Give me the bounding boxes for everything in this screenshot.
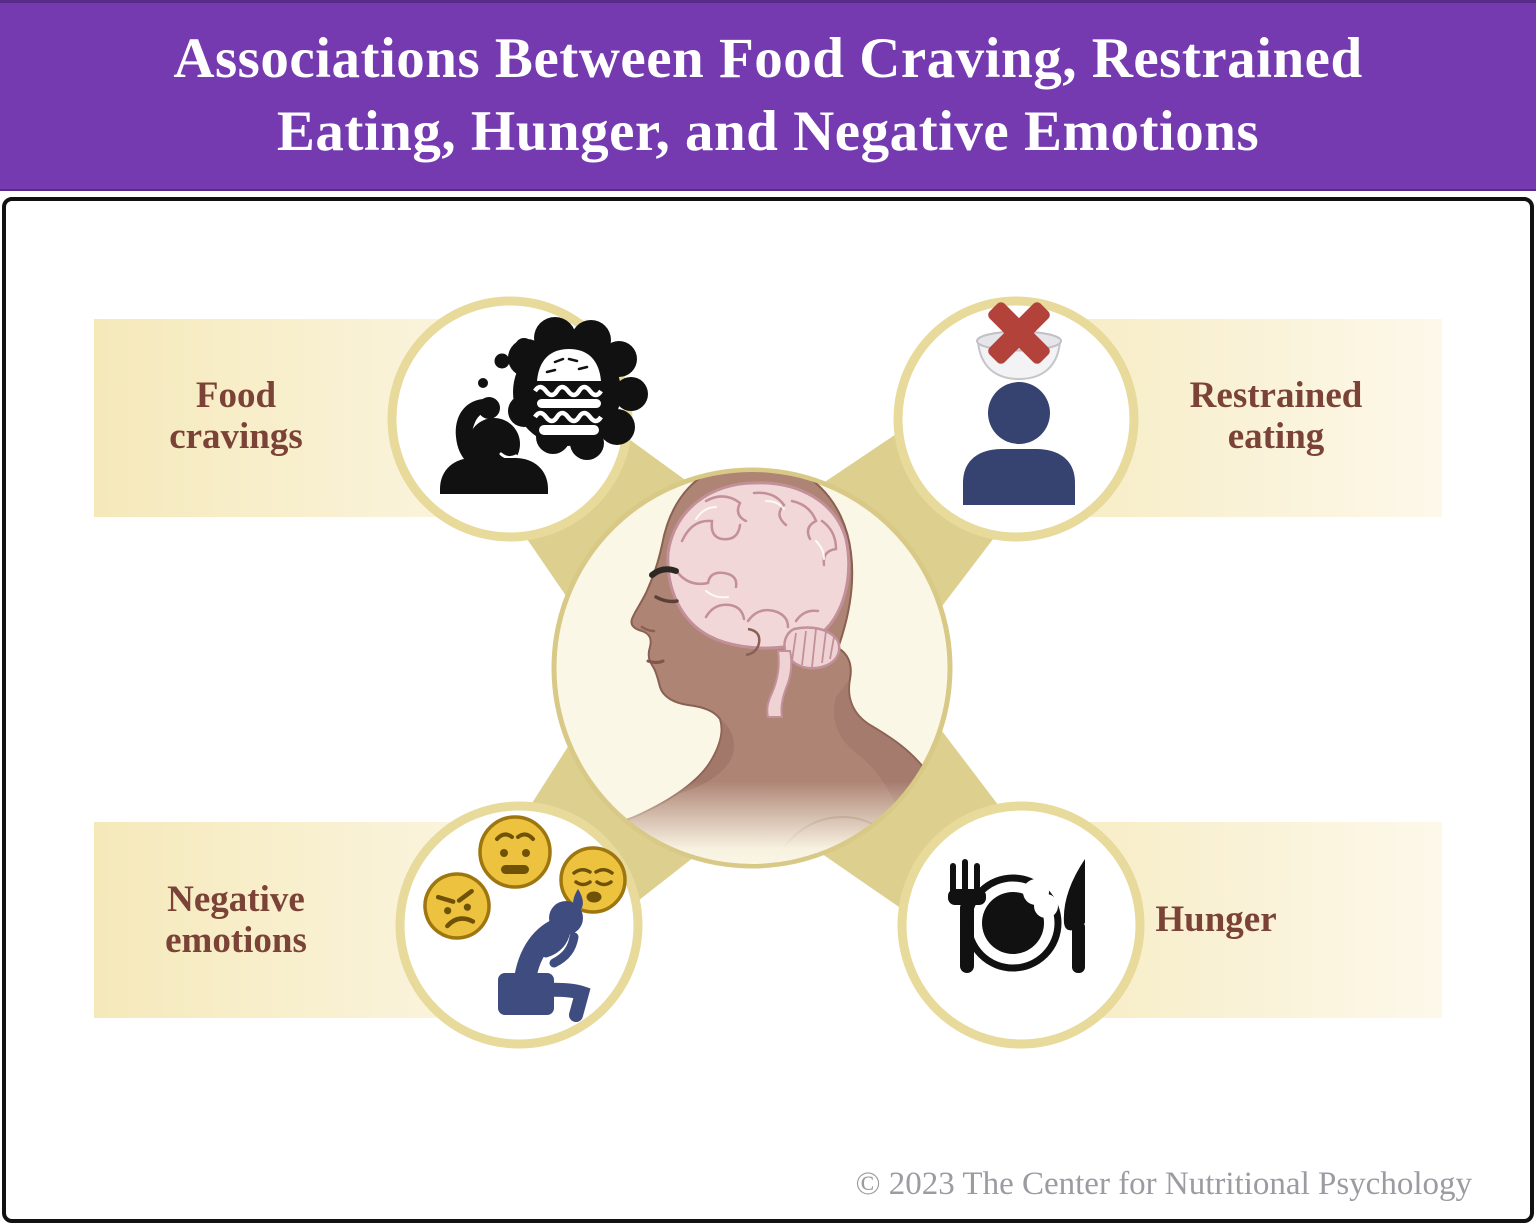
person-crossed-bowl-icon xyxy=(963,302,1075,505)
ear xyxy=(745,627,761,657)
brain-gyri xyxy=(676,491,838,629)
header-banner: Associations Between Food Craving, Restr… xyxy=(0,0,1536,191)
label-restrained-eating: Restrained eating xyxy=(1189,375,1363,458)
closed-eye xyxy=(654,595,679,604)
woman-shoulders xyxy=(440,458,548,494)
copyright-text: © 2023 The Center for Nutritional Psycho… xyxy=(855,1166,1472,1202)
woman-thinking-burger-icon xyxy=(440,317,648,494)
page-title: Associations Between Food Craving, Restr… xyxy=(173,27,1363,163)
red-x-icon xyxy=(988,302,1050,364)
knife xyxy=(1063,859,1085,973)
diagram-canvas xyxy=(94,296,1442,1049)
label-food-cravings: Food cravings xyxy=(169,375,303,458)
fork-bitten-plate-knife-icon xyxy=(948,859,1085,973)
brainstem xyxy=(766,650,793,718)
content-frame: Food cravings Restrained eating Negative… xyxy=(2,197,1534,1223)
person-head xyxy=(988,382,1050,444)
ponytail xyxy=(455,399,490,463)
anxious-emoji xyxy=(478,815,552,889)
hair-bun xyxy=(478,397,500,419)
person-body xyxy=(963,449,1075,505)
label-negative-emotions: Negative emotions xyxy=(165,879,307,962)
bitten-plate xyxy=(964,874,1062,972)
angry-emoji xyxy=(423,872,491,940)
burger-glyph xyxy=(533,349,603,435)
smile xyxy=(499,452,518,460)
eyebrow xyxy=(649,566,679,578)
cerebellum-lines xyxy=(791,628,835,668)
sad-tear-emoji xyxy=(559,846,627,914)
mouth xyxy=(646,659,665,664)
sitting-person xyxy=(498,901,591,1022)
sad-person-emojis-icon xyxy=(423,815,627,1022)
brain-highlights xyxy=(695,500,825,599)
nostril xyxy=(640,625,656,633)
label-hunger: Hunger xyxy=(1155,899,1277,940)
